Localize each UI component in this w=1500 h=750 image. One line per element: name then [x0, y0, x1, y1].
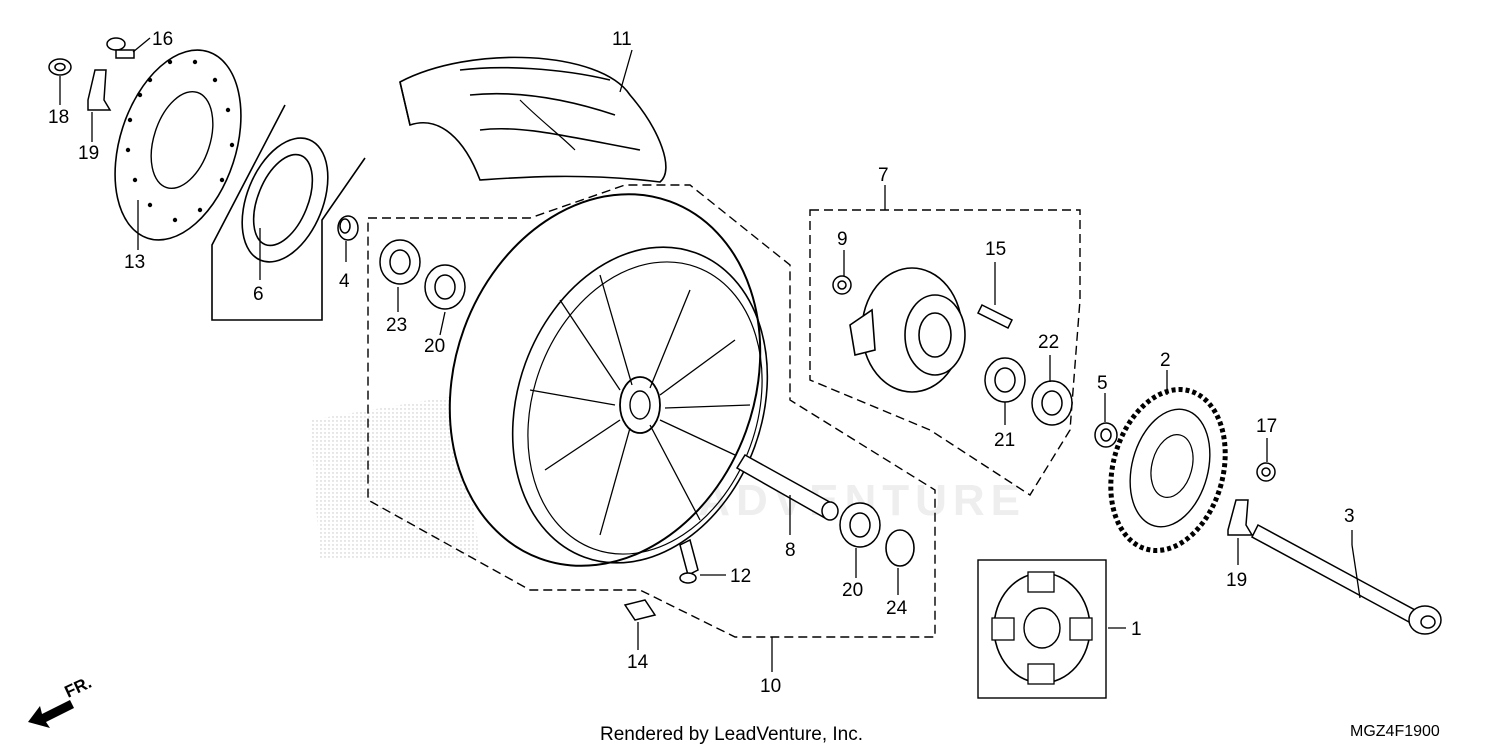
- wheel-group-outline: [367, 184, 936, 638]
- hub-group-outline: [809, 209, 1081, 496]
- callout-19-left: 19: [78, 143, 99, 164]
- front-direction-indicator: FR.: [28, 673, 95, 728]
- balance-weight: [623, 599, 657, 621]
- flange-nut: [48, 58, 72, 76]
- callout-23: 23: [386, 315, 407, 336]
- callout-2: 2: [1160, 350, 1171, 371]
- flange-nut-9: [832, 275, 852, 295]
- group-outlines: [367, 184, 1081, 638]
- callout-14: 14: [627, 652, 649, 673]
- callout-17: 17: [1256, 416, 1277, 437]
- disc-seal-group-outline: [211, 104, 366, 321]
- sprocket-nut: [1256, 462, 1276, 482]
- driven-flange: [849, 267, 966, 393]
- callout-11: 11: [612, 29, 632, 50]
- front-arrow-icon: [28, 700, 74, 728]
- callout-1: 1: [1131, 619, 1142, 640]
- callout-labels: 1 2 3 4 5 6 7 8 9 10 11 12 13 14 15 16 1…: [48, 29, 1355, 697]
- rear-axle: [1251, 523, 1442, 635]
- callout-20-right: 20: [842, 580, 863, 601]
- callout-15: 15: [985, 239, 1006, 260]
- tire-valve: [679, 538, 699, 584]
- callout-24: 24: [886, 598, 908, 619]
- lock-plate: [87, 69, 112, 111]
- sprocket-collar: [1094, 422, 1118, 448]
- callout-8: 8: [785, 540, 796, 561]
- rendered-by-credit: Rendered by LeadVenture, Inc.: [600, 724, 863, 745]
- callout-19-right: 19: [1226, 570, 1247, 591]
- distance-collar: [735, 453, 839, 521]
- bearing-20-right: [839, 502, 881, 548]
- callout-22: 22: [1038, 332, 1059, 353]
- rear-wheel: [448, 193, 769, 567]
- callout-4: 4: [339, 271, 350, 292]
- o-ring: [885, 529, 915, 567]
- side-collar: [337, 215, 359, 241]
- callout-13: 13: [124, 252, 145, 273]
- bearing-21: [984, 357, 1026, 403]
- callout-18: 18: [48, 107, 69, 128]
- bearing-23: [379, 239, 421, 285]
- callout-21: 21: [994, 430, 1015, 451]
- bearing-20-left: [424, 264, 466, 310]
- callout-20-left: 20: [424, 336, 445, 357]
- callout-5: 5: [1097, 373, 1108, 394]
- callout-16: 16: [152, 29, 173, 50]
- disc-bolt: [106, 37, 135, 59]
- stud-bolt: [976, 303, 1014, 330]
- brake-disc: [114, 49, 242, 241]
- bearing-22: [1031, 380, 1073, 426]
- driven-sprocket: [1108, 387, 1228, 553]
- leader-lines: [59, 37, 1361, 672]
- callout-3: 3: [1344, 506, 1355, 527]
- dust-seal: [241, 137, 329, 263]
- tire: [399, 56, 667, 183]
- lock-plate-right: [1227, 499, 1254, 536]
- diagram-code: MGZ4F1900: [1350, 723, 1440, 740]
- front-direction-label: FR.: [62, 673, 95, 702]
- callout-9: 9: [837, 229, 848, 250]
- wheel-damper-rubber: [977, 559, 1107, 699]
- callout-10: 10: [760, 676, 781, 697]
- callout-6: 6: [253, 284, 264, 305]
- callout-12: 12: [730, 566, 751, 587]
- callout-7: 7: [878, 165, 889, 186]
